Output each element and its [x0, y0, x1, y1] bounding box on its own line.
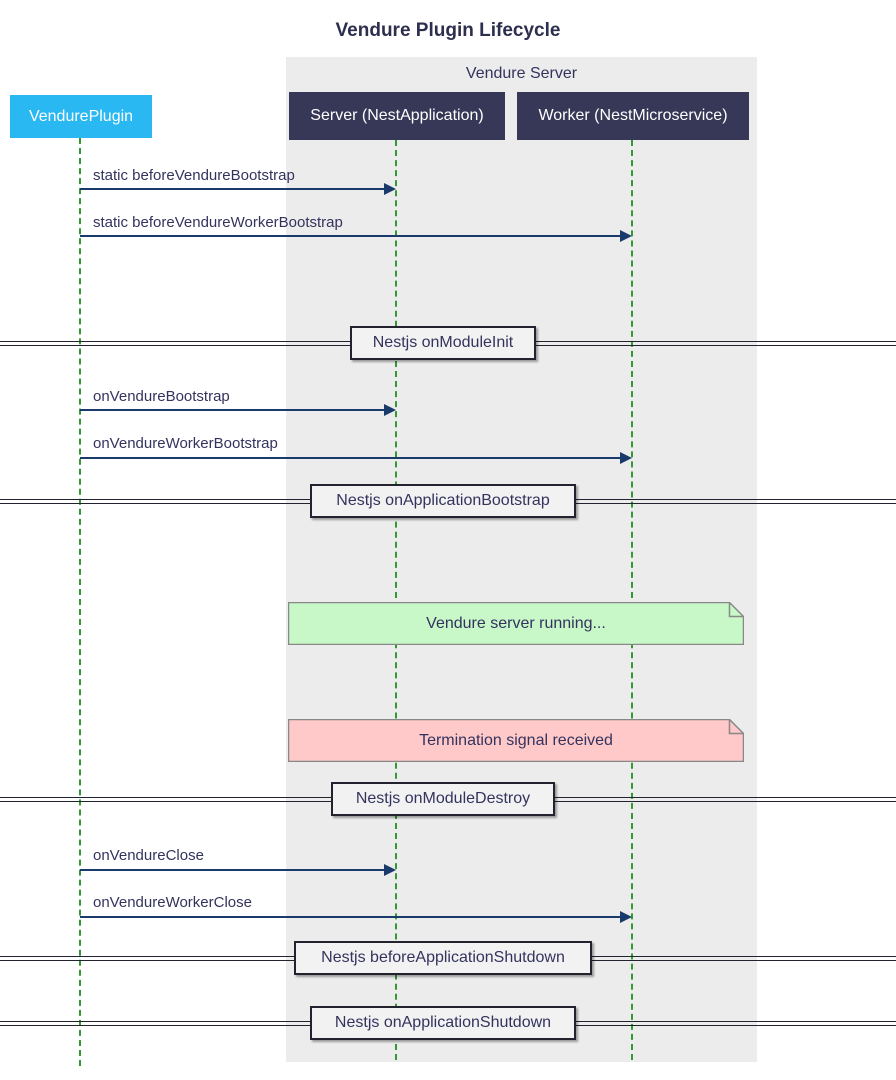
arrowhead-icon	[384, 183, 396, 195]
divider-label: Nestjs onModuleInit	[350, 326, 536, 360]
arrowhead-icon	[384, 864, 396, 876]
divider-label: Nestjs beforeApplicationShutdown	[294, 941, 592, 975]
message-label: onVendureClose	[93, 847, 204, 864]
message-line	[80, 869, 384, 871]
message-label: static beforeVendureWorkerBootstrap	[93, 214, 343, 231]
message-line	[80, 235, 620, 237]
page-title: Vendure Plugin Lifecycle	[335, 20, 561, 41]
message-label: onVendureBootstrap	[93, 388, 230, 405]
lifeline-server	[395, 140, 397, 1060]
actor-label: Server (NestApplication)	[310, 107, 484, 124]
message-label: onVendureWorkerClose	[93, 894, 252, 911]
arrowhead-icon	[620, 230, 632, 242]
divider-label: Nestjs onModuleDestroy	[331, 782, 555, 816]
note-text: Termination signal received	[419, 731, 613, 749]
note-termination-signal: Termination signal received	[288, 719, 744, 762]
divider-label: Nestjs onApplicationShutdown	[310, 1006, 576, 1040]
arrowhead-icon	[620, 911, 632, 923]
arrowhead-icon	[384, 404, 396, 416]
note-shape	[288, 719, 744, 762]
actor-label: Worker (NestMicroservice)	[538, 107, 728, 124]
note-shape	[288, 602, 744, 645]
message-line	[80, 409, 384, 411]
lifeline-worker	[631, 140, 633, 1060]
actor-box-vendure-plugin: VendurePlugin	[10, 95, 152, 138]
message-line	[80, 188, 384, 190]
message-label: static beforeVendureBootstrap	[93, 167, 295, 184]
actor-box-worker: Worker (NestMicroservice)	[517, 92, 749, 140]
group-label: Vendure Server	[465, 65, 578, 82]
actor-label: VendurePlugin	[28, 107, 134, 125]
lifeline-vendure-plugin	[79, 138, 81, 1066]
message-label: onVendureWorkerBootstrap	[93, 435, 278, 452]
group-background	[286, 57, 757, 1062]
divider-label: Nestjs onApplicationBootstrap	[310, 484, 576, 518]
message-line	[80, 457, 620, 459]
note-text: Vendure server running...	[426, 614, 606, 632]
message-line	[80, 916, 620, 918]
note-server-running: Vendure server running...	[288, 602, 744, 645]
actor-box-server: Server (NestApplication)	[289, 92, 505, 140]
arrowhead-icon	[620, 452, 632, 464]
